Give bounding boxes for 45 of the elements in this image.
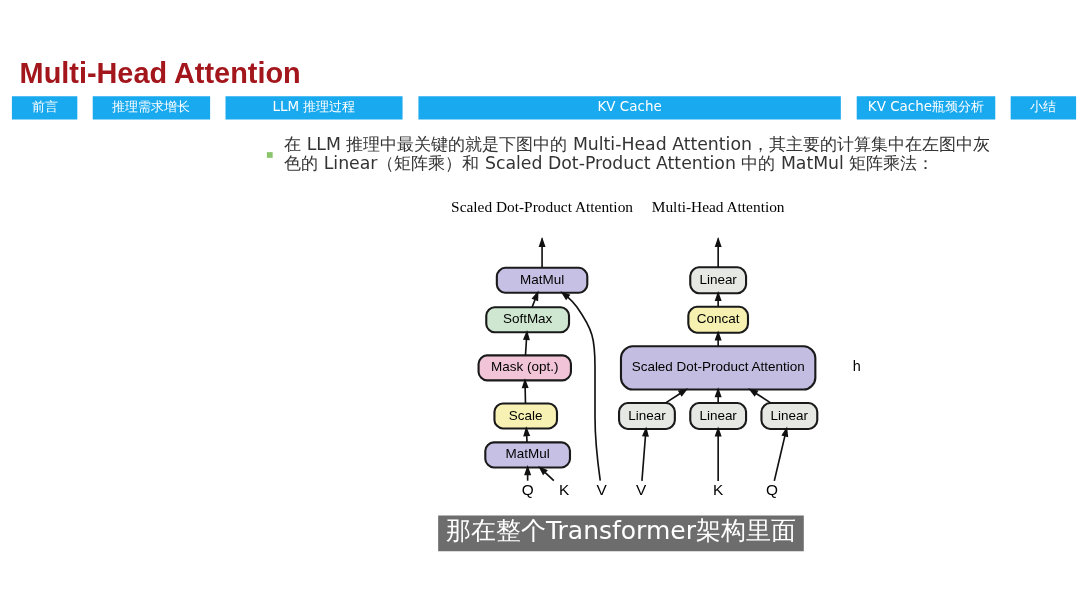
node-text: Q <box>521 481 534 499</box>
node-box: Linear <box>618 401 676 430</box>
arrow <box>560 291 602 482</box>
label: Scaled Dot-Product Attention <box>451 197 634 215</box>
arrow <box>714 330 722 347</box>
diagram-title: Multi-Head Attention <box>19 56 301 89</box>
arrow <box>523 426 531 444</box>
node-text: V <box>596 481 607 499</box>
arrow <box>538 236 546 269</box>
label: 推理需求增长 <box>112 98 191 115</box>
node-box: Linear <box>760 401 819 430</box>
label: KV Cache瓶颈分析 <box>867 98 985 115</box>
label: LLM 推理过程 <box>272 98 356 115</box>
arrow <box>538 465 555 482</box>
label: 在 LLM 推理中最关键的就是下图中的 Multi-Head Attention，其主要的计算集中在左图中灰色的 Linear（矩阵乘）和 Scaled Dot-Product Attention 中的 MatMul 矩阵乘法： <box>284 133 990 173</box>
arrow <box>664 388 689 404</box>
arrow <box>522 330 530 357</box>
node-box: MatMul <box>495 266 589 294</box>
label: Multi-Head Attention <box>651 197 785 215</box>
arrow <box>773 426 789 482</box>
arrow <box>641 426 649 482</box>
arrow <box>531 290 539 308</box>
arrow <box>714 236 722 268</box>
node-box: SoftMax <box>485 306 571 334</box>
node-box: Concat <box>687 305 750 334</box>
node-text: K <box>713 481 724 499</box>
arrow <box>714 387 722 404</box>
node-text: K <box>559 481 570 499</box>
label: 小结 <box>1030 98 1057 115</box>
node-box: Mask (opt.) <box>477 354 572 382</box>
node-box: Scaled Dot-Product Attention <box>619 345 817 391</box>
arrow <box>748 388 772 404</box>
node-box: MatMul <box>484 441 572 469</box>
node-box: Scale <box>493 402 559 430</box>
label: 那在整个Transformer架构里面 <box>445 516 796 546</box>
node-text: V <box>636 481 647 499</box>
arrow <box>714 426 722 482</box>
node-box: Linear <box>689 266 748 295</box>
node-text: Q <box>766 481 779 499</box>
label: h <box>852 358 861 375</box>
node-box: Linear <box>689 401 748 430</box>
arrow <box>521 378 529 405</box>
label: 前言 <box>31 98 58 115</box>
arrow <box>714 290 722 308</box>
label: KV Cache <box>597 98 662 115</box>
